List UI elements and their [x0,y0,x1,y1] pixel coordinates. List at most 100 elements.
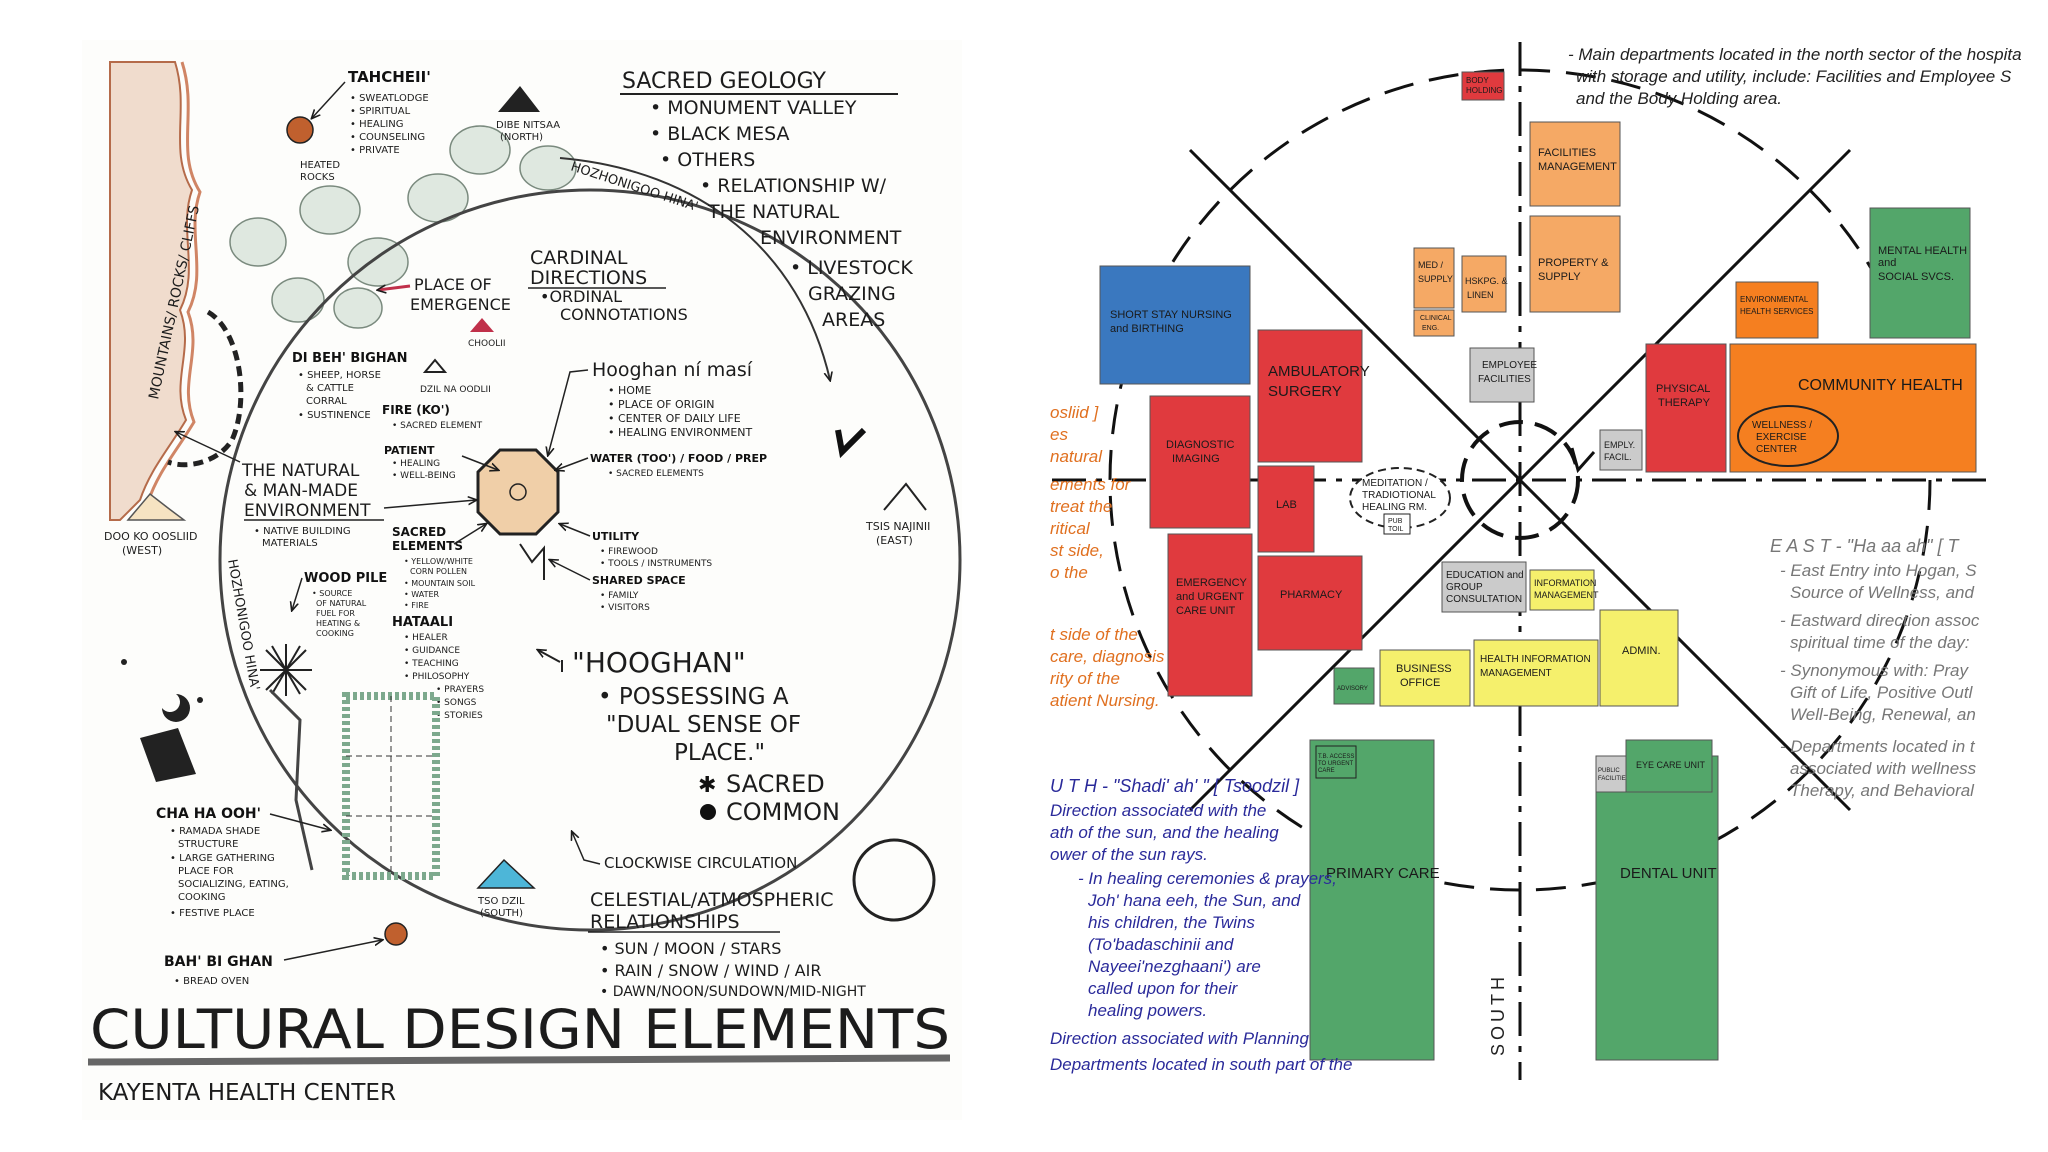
west-note: osliid ] es natural ements for treat the… [1050,403,1165,710]
dzil-label: DZIL NA OODLII [420,385,491,395]
hooghan-octagon [476,448,560,536]
south-note-line: his children, the Twins [1088,913,1255,932]
bah-bi-ghan-note: • BREAD OVEN [174,976,249,987]
celestial-title: CELESTIAL/ATMOSPHERIC [590,889,833,911]
primary-care-block: PRIMARY CARE T.B. ACCESS TO URGENT CARE [1309,739,1440,1061]
dibeh-bighan-title: DI BEH' BIGHAN [292,351,408,366]
business-block: BUSINESS OFFICE [1379,649,1471,707]
hooghan-quote-line: PLACE." [674,740,765,766]
legend-sacred: SACRED [726,770,825,798]
hataali-item: • HEALER [404,633,448,643]
water-note: • SACRED ELEMENTS [608,469,704,479]
mental-health-label: SOCIAL SVCS. [1878,271,1954,283]
med-supply-label: SUPPLY [1418,274,1453,284]
pharmacy-label: PHARMACY [1280,589,1343,601]
tacheii-item: • SPIRITUAL [350,106,411,117]
primary-care-label: PRIMARY CARE [1326,865,1440,882]
property-label: SUPPLY [1538,271,1581,283]
north-mountain-icon [498,86,540,112]
dibeh-item: • SHEEP, HORSE [298,370,381,381]
hooghan-arrow [548,369,589,455]
fire-note: • SACRED ELEMENT [392,421,483,431]
community-health-block: COMMUNITY HEALTH WELLNESS / EXERCISE CEN… [1729,343,1977,473]
cha-item: • FESTIVE PLACE [170,908,255,919]
environmental-block: ENVIRONMENTAL HEALTH SERVICES [1735,281,1819,339]
education-label: GROUP [1446,582,1483,593]
north-note-line: - Main departments located in the north … [1568,45,2022,64]
short-stay-label: and BIRTHING [1110,323,1184,335]
dibeh-item: CORRAL [306,396,347,407]
south-note-line: healing powers. [1088,1001,1207,1020]
choolii-mountain-icon [470,318,494,332]
north-note: - Main departments located in the north … [1568,45,2022,108]
tacheii-list: • SWEATLODGE • SPIRITUAL • HEALING • COU… [300,93,429,183]
public-facilities-label: PUBLIC [1598,768,1620,774]
natural-env-label: & MAN-MADE [244,481,358,501]
tacheii-title: TAHCHEII' [348,68,431,86]
environmental-label: ENVIRONMENTAL [1740,295,1809,304]
community-health-label: COMMUNITY HEALTH [1798,377,1963,394]
cha-item: COOKING [178,892,225,903]
south-note-line: Nayeei'nezghaani') are [1088,957,1261,976]
emergence-label: EMERGENCE [410,295,511,314]
wood-item: HEATING & [316,619,360,628]
quote-arrow [538,650,561,663]
north-note-line: with storage and utility, include: Facil… [1576,67,2012,86]
hooghan-ni-masi-list: • HOME • PLACE OF ORIGIN • CENTER OF DAI… [608,384,753,439]
cliffs-shape [109,61,194,521]
south-note-line: called upon for their [1088,979,1239,998]
hskpg-label: LINEN [1467,290,1494,300]
property-label: PROPERTY & [1538,257,1609,269]
water-arrow [556,457,589,470]
west-note-line: treat the [1050,497,1112,516]
dibeh-item: & CATTLE [306,383,354,394]
sketch-subtitle: KAYENTA HEALTH CENTER [98,1080,396,1106]
tso-dzil-label: TSO DZIL [477,896,525,907]
trees-group [229,125,577,329]
sacred-item: • WATER [404,590,440,599]
check-mark [835,427,867,459]
med-supply-block: MED / SUPPLY [1413,247,1455,309]
dibeh-item: • SUSTINENCE [298,410,371,421]
physical-therapy-block: PHYSICAL THERAPY [1645,343,1727,473]
pub-toil-label: PUB [1388,518,1403,525]
south-note: U T H - "Shadi' ah' " [ Tsoodzil ] Direc… [1050,776,1352,1074]
him-label: HEALTH INFORMATION [1480,654,1591,665]
shared-space-note: • FAMILY [600,591,639,601]
information-label: MANAGEMENT [1534,590,1599,600]
employee-facilities-label: EMPLOYEE [1482,360,1537,371]
center-arrow-icon [1570,447,1596,474]
sacred-elements-arrow [453,524,486,545]
west-note-line: ements for [1050,475,1132,494]
doo-ko-label: DOO KO OOSLIID [104,530,197,543]
wood-item: • SOURCE [312,589,352,598]
sacred-elements-title: SACRED [392,525,446,539]
hozhonigoo-arrow [559,157,830,380]
public-facilities-label: FACILITIES [1598,776,1630,782]
diagnostic-label: DIAGNOSTIC [1166,439,1235,451]
south-note-line: ower of the sun rays. [1050,845,1208,864]
clinical-eng-label: ENG. [1422,325,1439,332]
cultural-design-sketch: MOUNTAINS/ ROCKS/ CLIFFS HOZHONIGOO HINA… [82,40,962,1120]
west-note-line: es [1050,425,1068,444]
natural-env-label: ENVIRONMENT [244,501,371,521]
patient-note: • WELL-BEING [392,471,456,481]
diagonal-ne-sw [1188,148,1852,812]
south-note-line: Direction associated with the [1050,801,1266,820]
cardinal-label: DIRECTIONS [530,267,647,289]
hooghan-item: • CENTER OF DAILY LIFE [608,412,741,425]
geology-item: • RELATIONSHIP W/ [700,175,887,197]
dashed-circle [1108,68,1932,892]
geology-item: • LIVESTOCK [790,257,913,279]
cha-item: • LARGE GATHERING [170,853,275,864]
department-plan: - Main departments located in the north … [1048,40,2022,1080]
choolii-label: CHOOLII [468,339,506,349]
west-note-line: rity of the [1050,669,1120,688]
dzil-mountain-icon [422,358,448,373]
env-arrow-cliffs [176,432,241,463]
sacred-item: • FIRE [404,601,429,610]
geology-item: • MONUMENT VALLEY [650,97,857,119]
utility-label: UTILITY [592,530,640,543]
advisory-label: ADVISORY [1337,686,1368,692]
